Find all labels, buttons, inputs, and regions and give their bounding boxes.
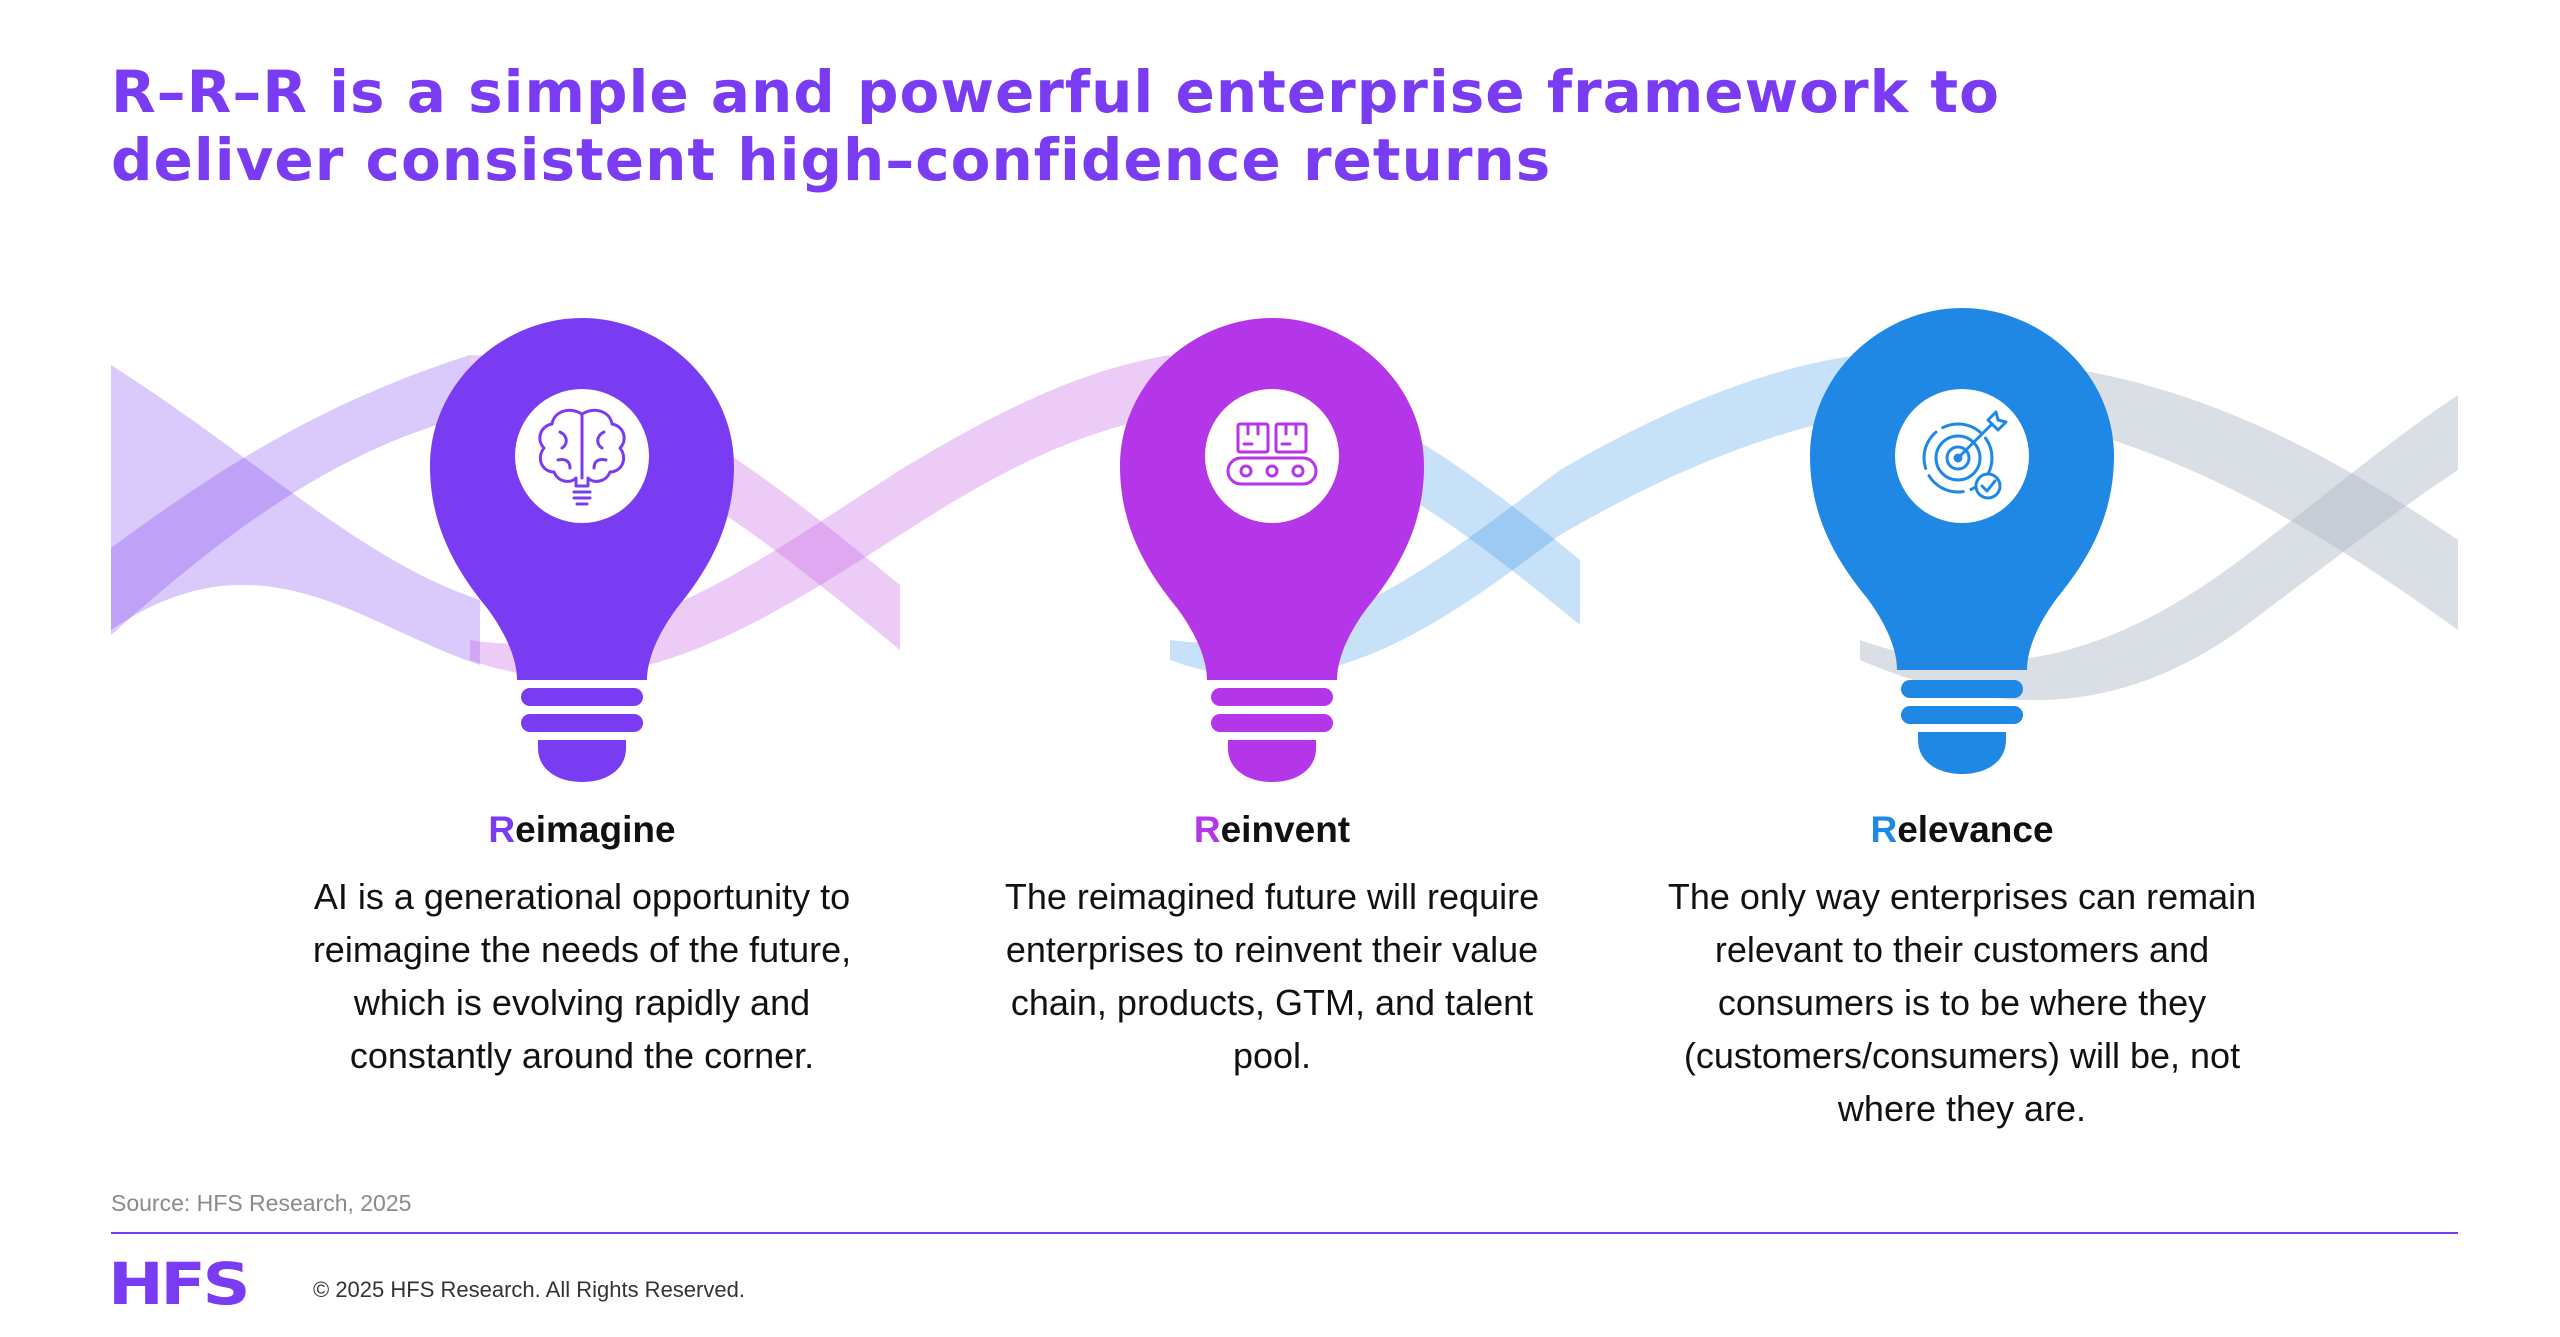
brain-lightbulb-icon (538, 408, 626, 506)
title-line-1: R–R–R is a simple and powerful enterpris… (111, 58, 2000, 126)
footer-divider (111, 1232, 2458, 1234)
bulb-ring-1 (1211, 688, 1333, 706)
heading-rest: einvent (1220, 809, 1351, 850)
source-note: Source: HFS Research, 2025 (111, 1190, 412, 1216)
bulb-ring-2 (521, 714, 643, 732)
bulb-ring-1 (1901, 680, 2023, 698)
ribbon-blue-2 (1170, 355, 1860, 677)
pillar-relevance: Relevance The only way enterprises can r… (1652, 808, 2272, 1135)
pillar-description: The reimagined future will require enter… (1004, 876, 1540, 1076)
lightbulb-relevance (1810, 308, 2114, 774)
pillar-description: The only way enterprises can remain rele… (1667, 876, 2257, 1129)
icon-circle (1205, 389, 1339, 523)
bulb-ring-2 (1901, 706, 2023, 724)
hfs-logo: HFS (108, 1250, 251, 1318)
bulb-base (1918, 732, 2006, 774)
lightbulb-reimagine (430, 318, 734, 782)
ribbon-purple-down (111, 365, 480, 665)
heading-rest: elevance (1897, 809, 2054, 850)
bulb-ring-1 (521, 688, 643, 706)
ribbon-purple-up (111, 355, 470, 635)
heading-initial: R (1870, 809, 1898, 850)
pillar-description: AI is a generational opportunity to reim… (312, 876, 852, 1076)
heading-rest: eimagine (515, 809, 676, 850)
pillar-heading: Reinvent (962, 808, 1582, 852)
ribbon-gray-1 (2080, 370, 2458, 630)
bulb-ring-2 (1211, 714, 1333, 732)
bulb-base (538, 740, 626, 782)
pillar-reinvent: Reinvent The reimagined future will requ… (962, 808, 1582, 1082)
ribbon-magenta-2 (470, 355, 1170, 677)
lightbulb-diagram (111, 308, 2458, 782)
conveyor-boxes-icon (1226, 422, 1318, 486)
title-line-2: deliver consistent high–confidence retur… (111, 126, 1552, 194)
target-arrow-check-icon (1922, 410, 2008, 500)
pillar-heading: Relevance (1652, 808, 2272, 852)
heading-initial: R (488, 809, 516, 850)
page-title: R–R–R is a simple and powerful enterpris… (111, 58, 2471, 194)
heading-initial: R (1193, 809, 1221, 850)
ribbons (111, 355, 2458, 701)
pillar-heading: Reimagine (272, 808, 892, 852)
copyright-text: © 2025 HFS Research. All Rights Reserved… (313, 1277, 745, 1302)
lightbulb-reinvent (1120, 318, 1424, 782)
pillar-reimagine: Reimagine AI is a generational opportuni… (272, 808, 892, 1082)
bulb-base (1228, 740, 1316, 782)
